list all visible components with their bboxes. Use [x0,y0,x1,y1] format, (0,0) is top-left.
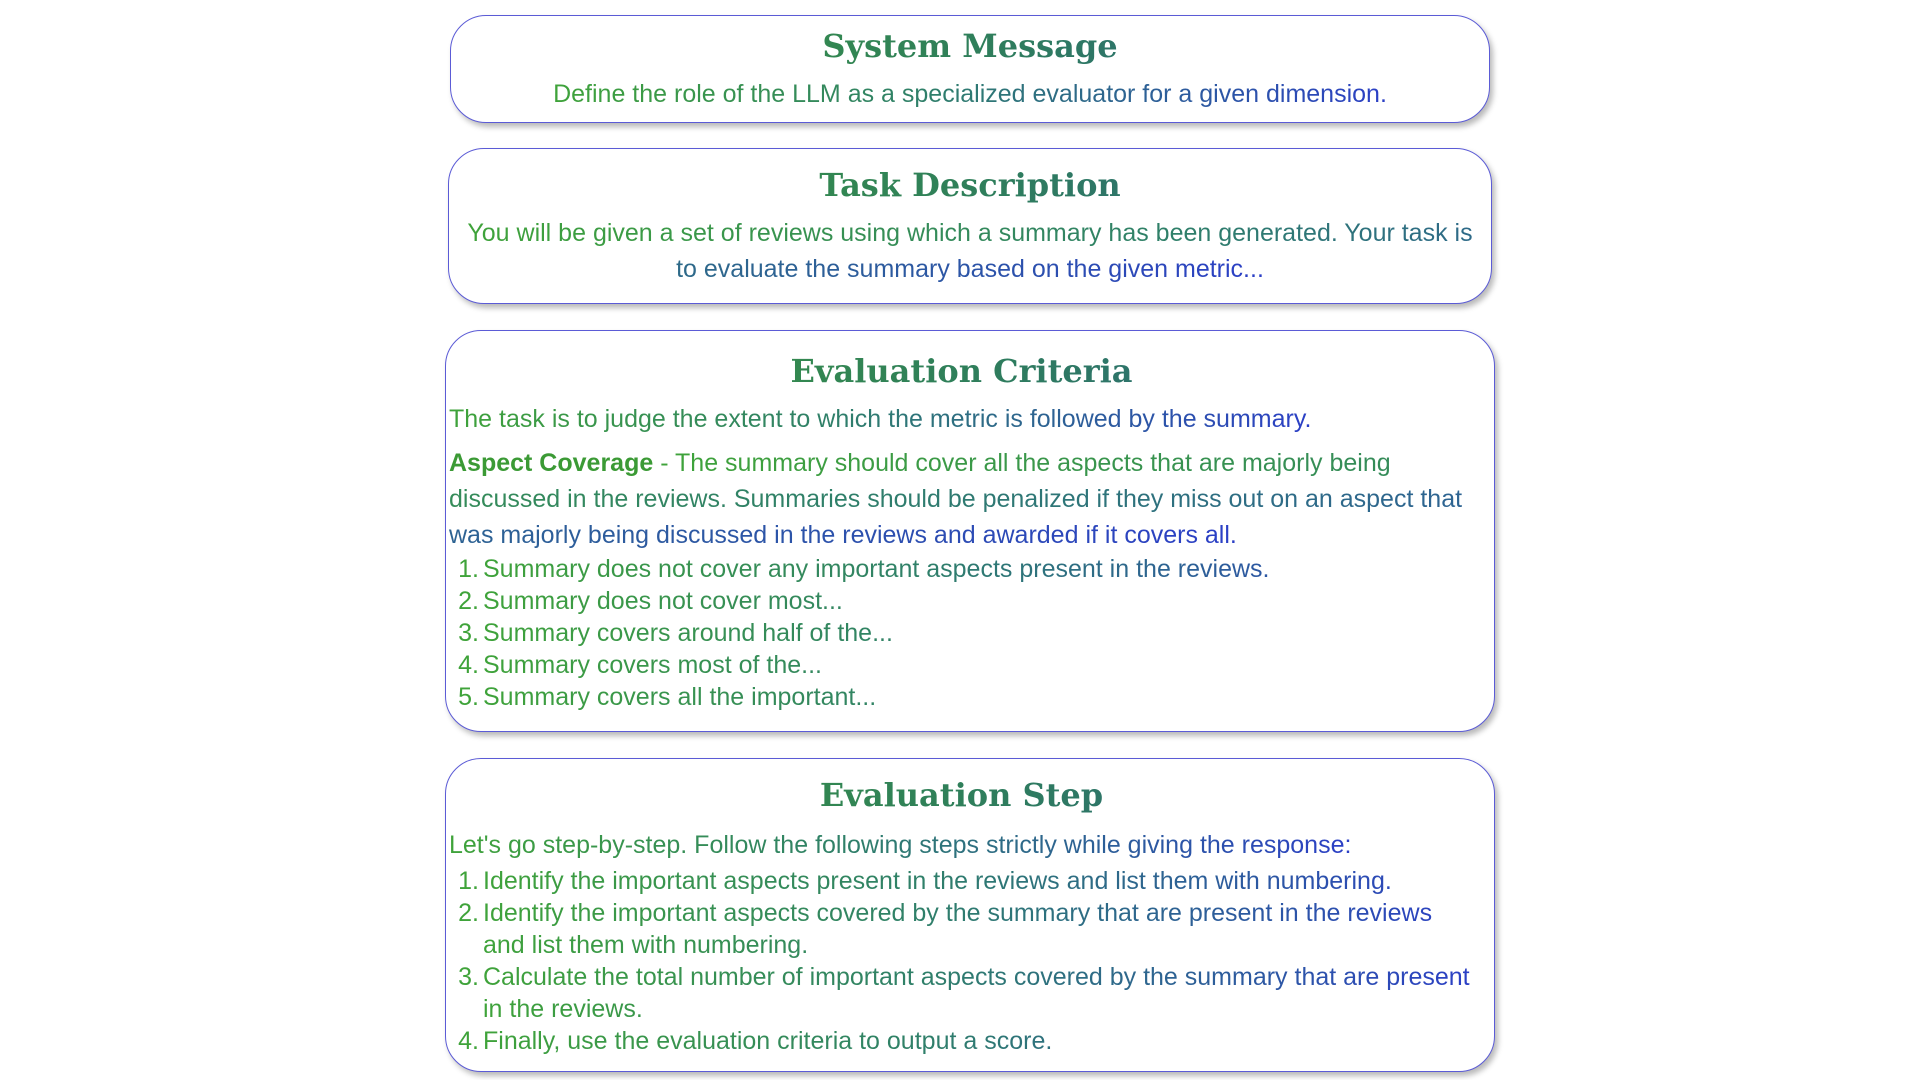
list-item: 1. Summary does not cover any important … [449,553,1474,585]
list-item: 2. Identify the important aspects covere… [449,897,1474,961]
list-item: 3. Summary covers around half of the... [449,617,1474,649]
list-item: 3. Calculate the total number of importa… [449,961,1474,1025]
aspect-coverage-label: Aspect Coverage [449,449,654,477]
evaluation-step-title: Evaluation Step [449,775,1474,815]
list-item: 2. Summary does not cover most... [449,585,1474,617]
list-item: 4. Finally, use the evaluation criteria … [449,1025,1474,1057]
evaluation-steps-list: 1. Identify the important aspects presen… [449,865,1474,1057]
list-item: 1. Identify the important aspects presen… [449,865,1474,897]
score-scale-list: 1. Summary does not cover any important … [449,553,1474,713]
evaluation-criteria-title: Evaluation Criteria [449,351,1474,391]
aspect-coverage-description: - The summary should cover all the aspec… [449,449,1463,549]
system-message-body: Define the role of the LLM as a speciali… [553,80,1387,108]
task-description-body: You will be given a set of reviews using… [467,219,1473,283]
evaluation-step-box: Evaluation Step Let's go step-by-step. F… [445,758,1495,1072]
evaluation-criteria-intro: The task is to judge the extent to which… [449,405,1312,433]
task-description-box: Task Description You will be given a set… [448,148,1492,304]
task-description-title: Task Description [459,165,1481,205]
evaluation-step-intro: Let's go step-by-step. Follow the follow… [449,831,1352,859]
evaluation-criteria-box: Evaluation Criteria The task is to judge… [445,330,1495,732]
system-message-title: System Message [471,26,1469,66]
list-item: 5. Summary covers all the important... [449,681,1474,713]
list-item: 4. Summary covers most of the... [449,649,1474,681]
system-message-box: System Message Define the role of the LL… [450,15,1490,123]
